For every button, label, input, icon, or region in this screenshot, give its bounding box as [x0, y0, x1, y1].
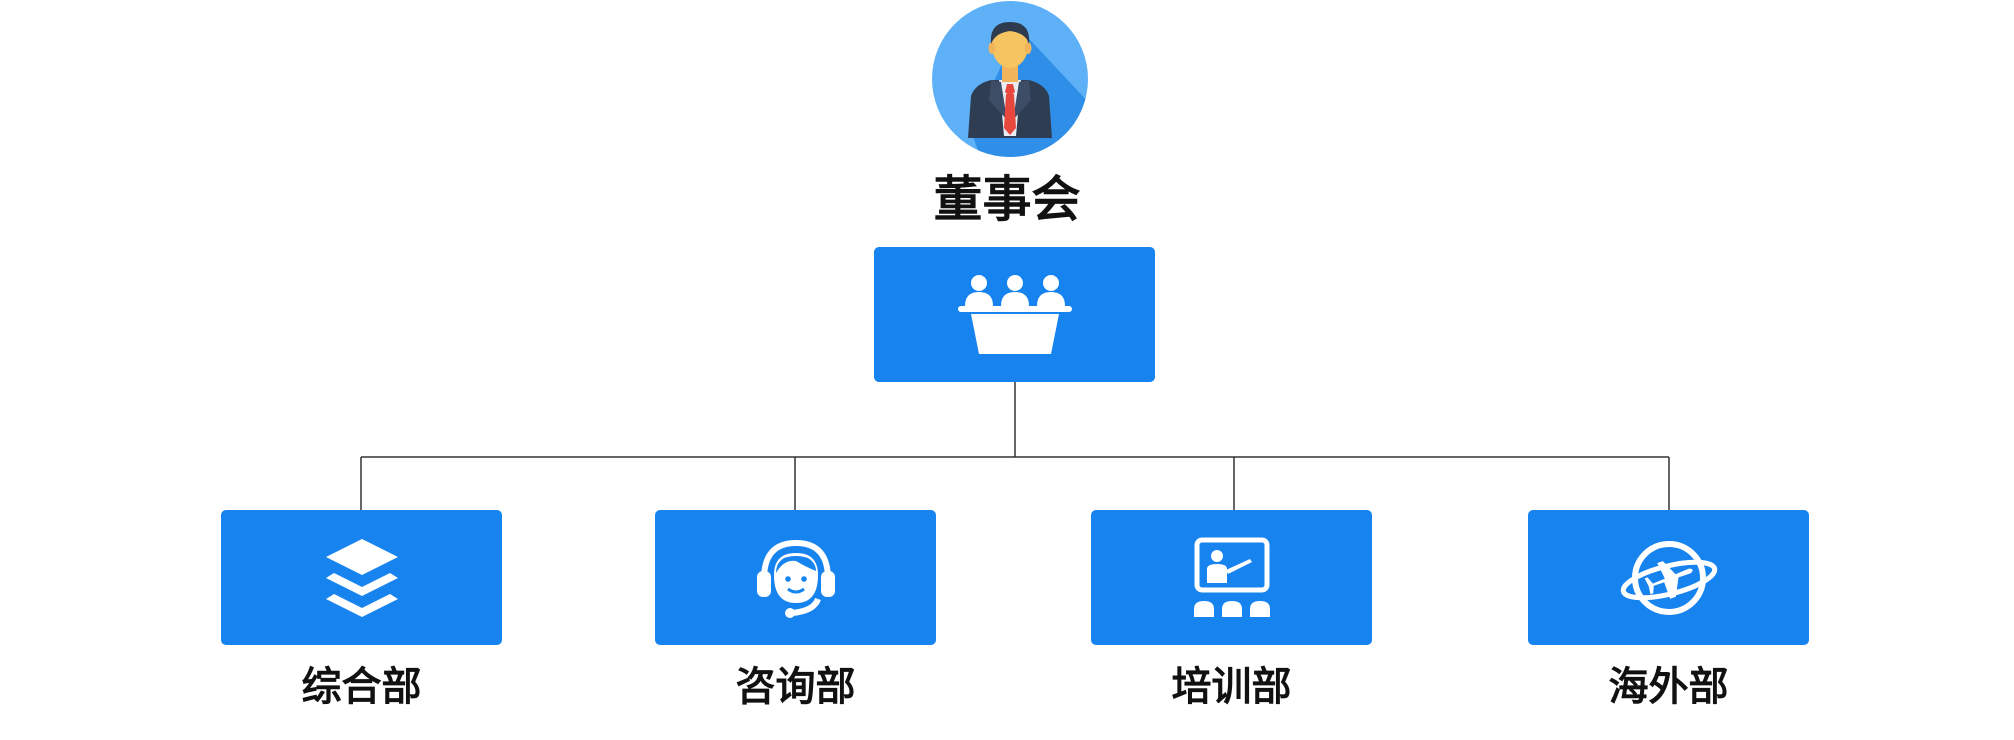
businessman-avatar-icon: [931, 0, 1089, 162]
layers-stack-icon: [325, 538, 398, 617]
board-meeting-icon: [957, 274, 1072, 354]
child-label: 咨询部: [735, 664, 856, 710]
root-label: 董事会: [933, 171, 1081, 228]
child-label: 综合部: [301, 664, 422, 710]
presentation-training-icon: [1193, 537, 1270, 617]
child-node-general[interactable]: [221, 510, 502, 645]
child-node-training[interactable]: [1091, 510, 1372, 645]
child-label: 培训部: [1171, 664, 1292, 710]
child-label: 海外部: [1608, 664, 1729, 710]
globe-airplane-icon: [1620, 540, 1717, 615]
headset-support-icon: [756, 539, 835, 618]
root-node-board[interactable]: [874, 247, 1155, 382]
child-node-overseas[interactable]: [1528, 510, 1809, 645]
child-node-consulting[interactable]: [655, 510, 936, 645]
